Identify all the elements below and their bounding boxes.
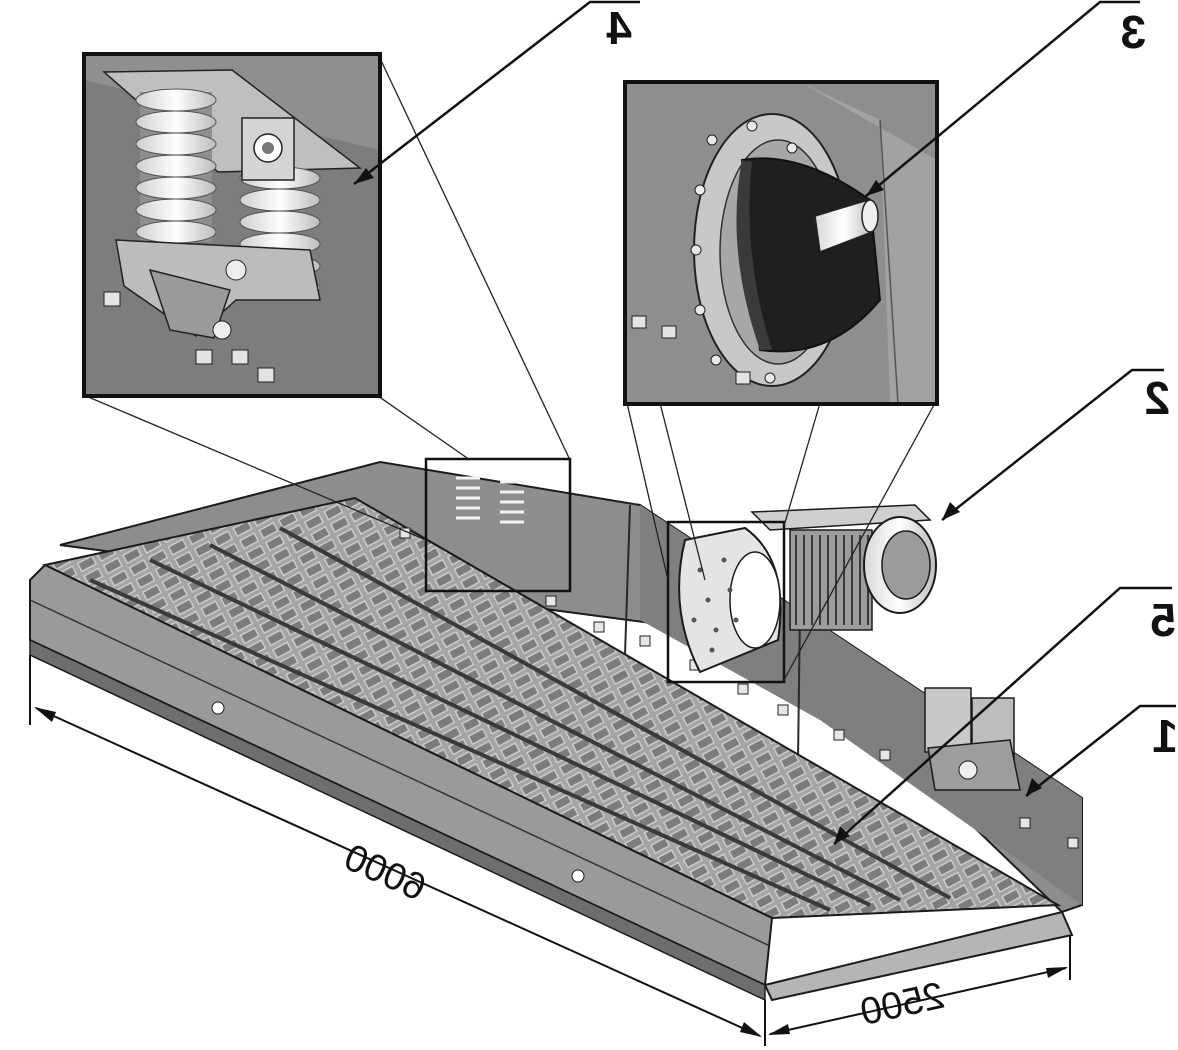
dimension-lines	[29, 655, 1071, 1046]
inset-leader-lines	[85, 53, 936, 681]
drive-shaft	[814, 199, 879, 254]
callout-4-label: 4	[606, 2, 632, 54]
callout-2-label: 2	[1144, 372, 1170, 424]
callout-5-label: 5	[1150, 594, 1176, 646]
inset-drive-shaft	[623, 80, 939, 406]
drive-motor	[678, 504, 937, 674]
callout-3-label: 3	[1120, 6, 1146, 58]
dimension-width-label: 2500	[857, 975, 949, 1034]
wall-bolts	[399, 527, 1079, 849]
screen-frame	[29, 460, 1083, 1002]
discharge-lip	[763, 910, 1074, 1002]
callout-arrowheads	[354, 168, 1042, 844]
detail-box-shaft	[666, 520, 786, 684]
dimension-length-label: 6000	[338, 836, 432, 909]
inset-spring-suspension	[82, 52, 382, 398]
coil-spring-left	[135, 88, 217, 244]
front-rail	[29, 563, 774, 987]
rear-spring-support	[924, 687, 1021, 791]
mini-springs	[456, 476, 524, 524]
dimension-arrowheads	[34, 707, 1068, 1037]
callout-leaders	[353, 0, 1176, 845]
detail-box-springs	[424, 457, 572, 593]
callout-1-label: 1	[1152, 710, 1178, 762]
